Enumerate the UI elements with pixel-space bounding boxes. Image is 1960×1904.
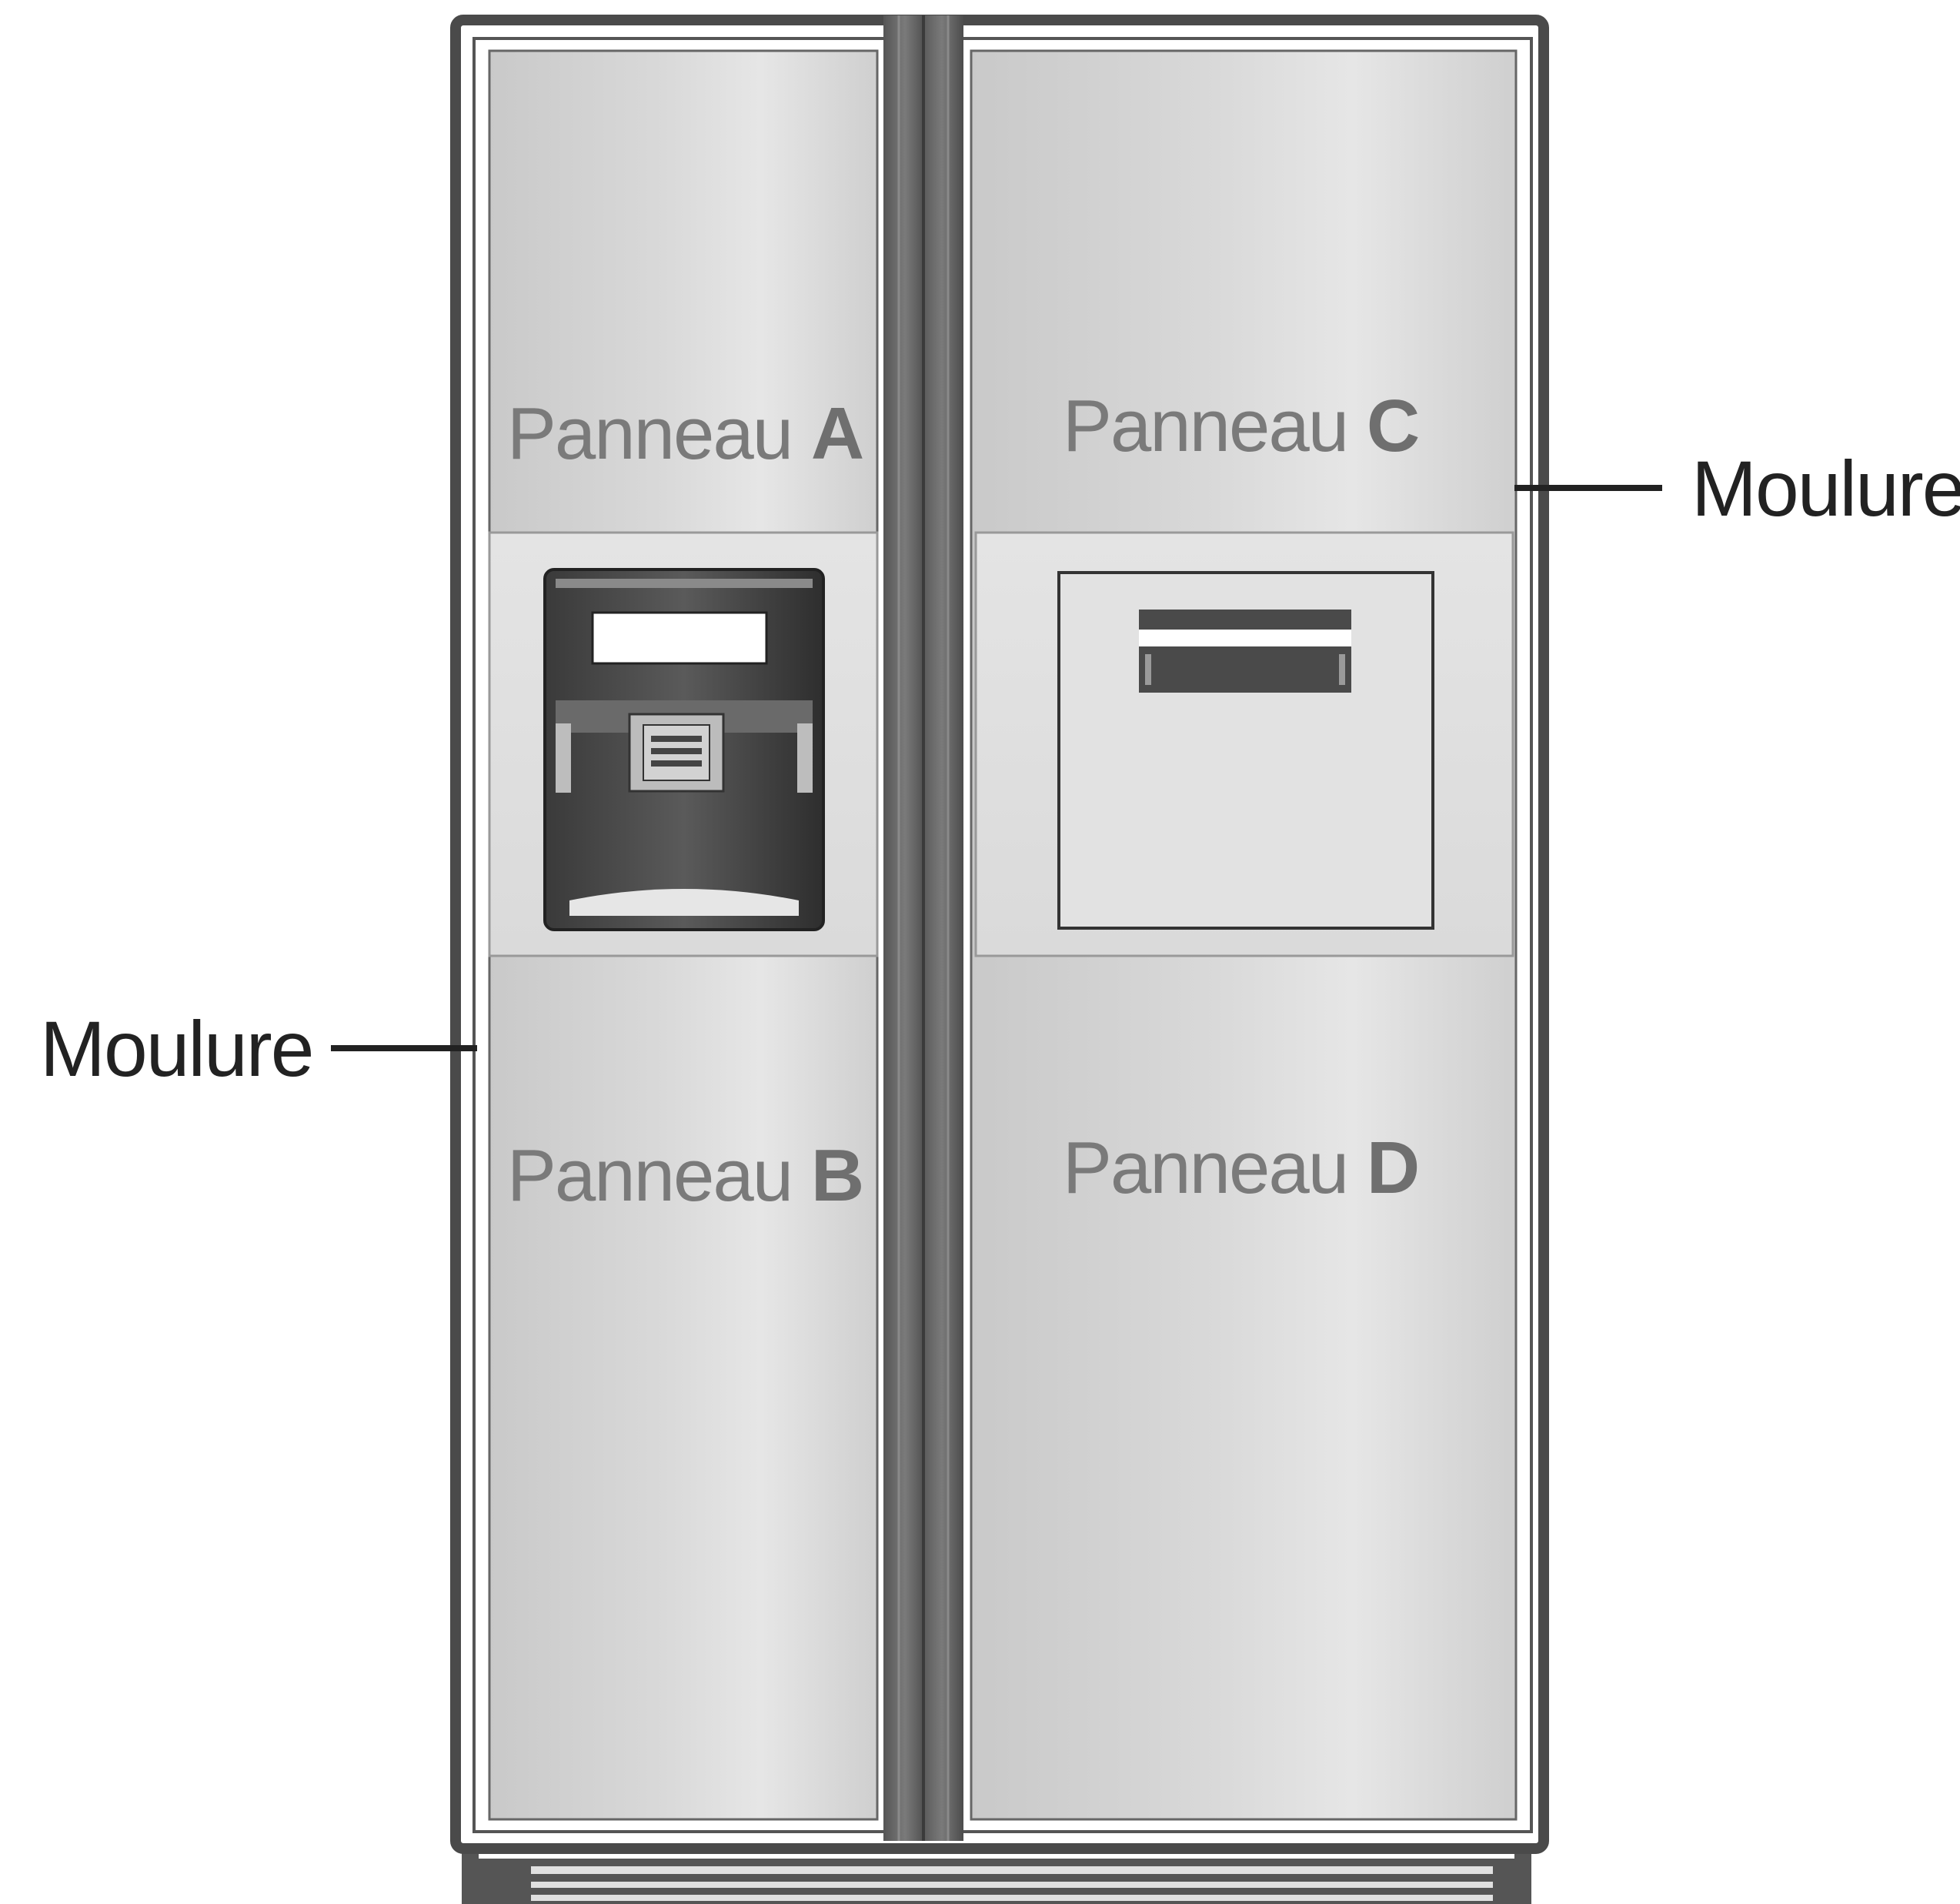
panel-c-letter: C (1367, 385, 1418, 467)
panel-label-d: Panneau D (1063, 1127, 1418, 1209)
water-dispenser (543, 568, 825, 931)
panel-b-prefix: Panneau (507, 1134, 811, 1217)
panel-a-letter: A (811, 392, 863, 475)
panel-label-c: Panneau C (1063, 385, 1418, 467)
callout-label-right: Moulure (1691, 445, 1960, 533)
panel-d-letter: D (1367, 1127, 1418, 1209)
vent-slot (1139, 610, 1351, 693)
panel-a-prefix: Panneau (507, 392, 811, 475)
panel-d-prefix: Panneau (1063, 1127, 1367, 1209)
callout-label-left: Moulure (40, 1005, 313, 1093)
panel-c-prefix: Panneau (1063, 385, 1367, 467)
panel-label-a: Panneau A (507, 392, 863, 475)
panel-label-b: Panneau B (507, 1134, 863, 1217)
door-handles (883, 15, 963, 1841)
panel-b-letter: B (811, 1134, 863, 1217)
